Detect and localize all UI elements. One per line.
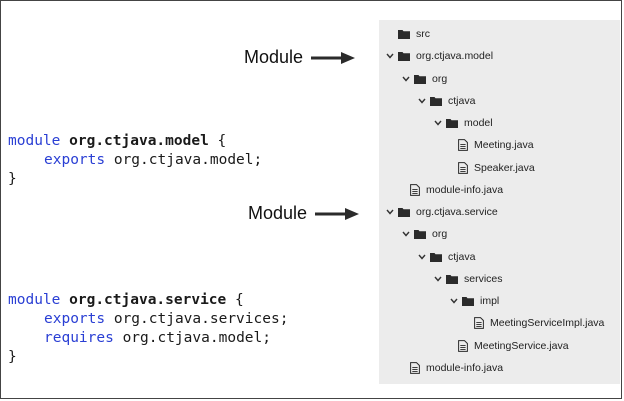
arrow-right-icon (311, 51, 356, 65)
folder-icon (430, 96, 442, 106)
tree-folder-row[interactable]: model (434, 113, 493, 133)
tree-item-label: ctjava (448, 250, 476, 263)
module-keyword: module (8, 292, 61, 308)
chevron-down-icon[interactable] (386, 209, 398, 215)
tree-item-label: Speaker.java (474, 161, 535, 174)
tree-item-label: src (416, 28, 430, 40)
tree-item-label: services (464, 272, 503, 285)
tree-item-label: module-info.java (426, 183, 504, 196)
chevron-down-icon[interactable] (434, 276, 446, 282)
module-keyword: module (8, 133, 61, 149)
tree-folder-row[interactable]: src (398, 24, 430, 44)
tree-item-label: module-info.java (426, 361, 504, 374)
tree-item-label: ctjava (448, 94, 476, 107)
module-model-code: module org.ctjava.model {exports org.ctj… (8, 132, 262, 189)
tree-item-label: MeetingServiceImpl.java (490, 317, 605, 330)
tree-file-row[interactable]: Meeting.java (458, 135, 534, 155)
exports-keyword: exports (44, 311, 106, 327)
chevron-down-icon[interactable] (418, 98, 430, 104)
tree-file-row[interactable]: MeetingService.java (458, 336, 569, 356)
file-icon (410, 183, 420, 196)
tree-item-label: org.ctjava.model (416, 50, 494, 63)
chevron-down-icon[interactable] (386, 53, 398, 59)
tree-file-row[interactable]: MeetingServiceImpl.java (474, 313, 604, 333)
code-line: exports org.ctjava.services; (8, 310, 288, 329)
tree-folder-row[interactable]: ctjava (418, 247, 475, 267)
callout-label: Module (248, 203, 308, 223)
folder-icon (414, 229, 426, 240)
tree-folder-row[interactable]: ctjava (418, 91, 475, 111)
file-icon (458, 161, 468, 174)
exports-target: org.ctjava.model; (113, 152, 263, 168)
callout-label: Module (244, 47, 304, 67)
folder-icon (398, 51, 410, 62)
brace-close: } (8, 349, 17, 365)
folder-icon (446, 274, 458, 284)
chevron-down-icon[interactable] (450, 298, 462, 304)
chevron-down-icon[interactable] (402, 231, 414, 237)
brace-close: } (8, 171, 17, 187)
tree-item-label: MeetingService.java (474, 339, 569, 352)
tree-file-row[interactable]: Speaker.java (458, 158, 535, 178)
module-name: org.ctjava.model (69, 133, 209, 149)
chevron-down-icon[interactable] (402, 76, 414, 82)
exports-keyword: exports (44, 152, 106, 168)
folder-icon (414, 74, 426, 84)
tree-item-label: impl (480, 295, 500, 307)
code-line: requires org.ctjava.model; (8, 329, 288, 348)
code-line: module org.ctjava.service { (8, 291, 288, 310)
arrow-right-icon (315, 207, 360, 221)
folder-icon (446, 118, 458, 128)
tree-folder-row[interactable]: org (402, 224, 447, 244)
code-line: } (8, 170, 262, 189)
tree-item-label: model (464, 117, 493, 129)
file-icon (458, 139, 468, 152)
code-line: } (8, 348, 288, 367)
chevron-down-icon[interactable] (418, 254, 430, 260)
module-service-code: module org.ctjava.service {exports org.c… (8, 291, 288, 367)
folder-icon (462, 296, 474, 306)
code-line: module org.ctjava.model { (8, 132, 262, 151)
tree-folder-row[interactable]: org.ctjava.model (386, 46, 493, 66)
code-line: exports org.ctjava.model; (8, 151, 262, 170)
file-icon (410, 361, 420, 374)
tree-folder-row[interactable]: services (434, 269, 503, 289)
tree-folder-row[interactable]: impl (450, 291, 499, 311)
file-icon (474, 317, 484, 330)
folder-icon (430, 252, 442, 262)
tree-item-label: org.ctjava.service (416, 206, 498, 218)
folder-icon (398, 29, 410, 39)
exports-target: org.ctjava.services; (113, 311, 289, 327)
folder-icon (398, 207, 410, 217)
tree-folder-row[interactable]: org (402, 69, 447, 89)
tree-file-row[interactable]: module-info.java (410, 180, 503, 200)
brace-open: { (217, 133, 227, 149)
module-name: org.ctjava.service (69, 292, 227, 308)
chevron-down-icon[interactable] (434, 120, 446, 126)
tree-folder-row[interactable]: org.ctjava.service (386, 202, 498, 222)
tree-file-row[interactable]: module-info.java (410, 358, 503, 378)
file-icon (458, 339, 468, 352)
brace-open: { (235, 292, 244, 308)
tree-item-label: org (432, 228, 448, 241)
requires-target: org.ctjava.model; (122, 330, 271, 346)
tree-item-label: org (432, 72, 448, 85)
module-callout: Module (244, 47, 356, 68)
requires-keyword: requires (44, 330, 114, 346)
tree-item-label: Meeting.java (474, 139, 534, 152)
module-callout: Module (248, 203, 360, 224)
